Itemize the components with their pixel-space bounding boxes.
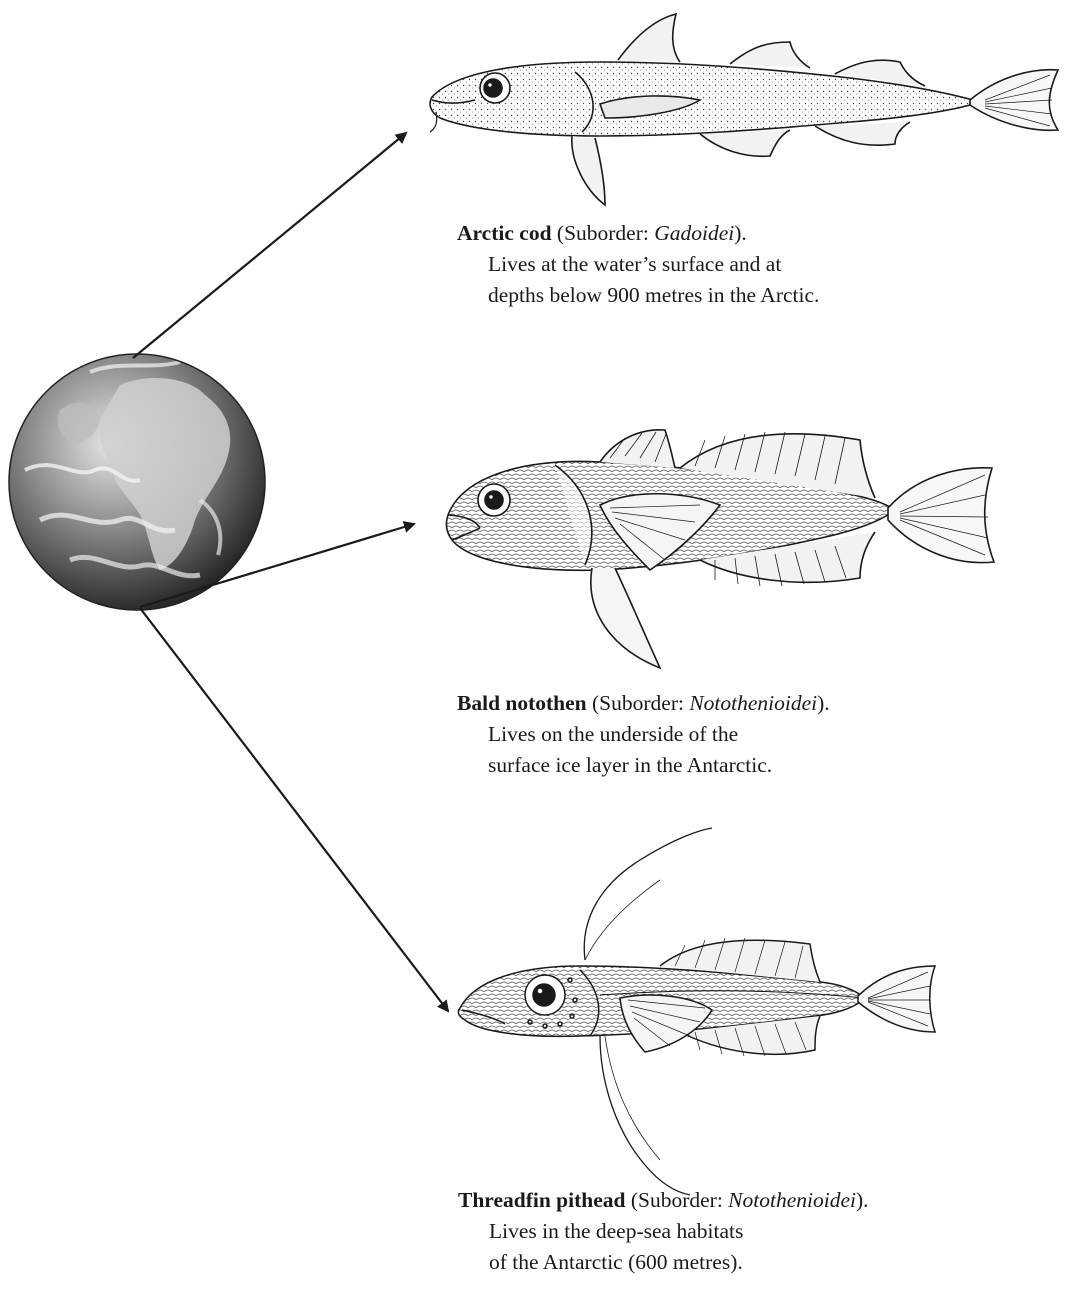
threadfin-pithead-caption: Threadfin pithead (Suborder: Notothenioi…: [458, 1185, 869, 1278]
species-name: Threadfin pithead: [458, 1188, 625, 1212]
suborder-suffix: ).: [856, 1188, 869, 1212]
habitat-line-2: depths below 900 metres in the Arctic.: [457, 280, 819, 311]
threadfin-pithead-illustration: [458, 828, 935, 1195]
globe-illustration: [9, 354, 265, 610]
suborder-name: Notothenioidei: [728, 1188, 856, 1212]
habitat-line-1: Lives on the underside of the: [457, 719, 830, 750]
species-name: Bald notothen: [457, 691, 587, 715]
arrow-to-threadfin-pithead: [140, 608, 448, 1011]
species-name: Arctic cod: [457, 221, 552, 245]
suborder-suffix: ).: [734, 221, 747, 245]
suborder-name: Notothenioidei: [689, 691, 817, 715]
suborder-prefix: (Suborder:: [625, 1188, 728, 1212]
suborder-name: Gadoidei: [654, 221, 734, 245]
suborder-prefix: (Suborder:: [552, 221, 655, 245]
habitat-line-2: surface ice layer in the Antarctic.: [457, 750, 830, 781]
arrow-to-arctic-cod: [133, 133, 406, 358]
bald-notothen-caption: Bald notothen (Suborder: Notothenioidei)…: [457, 688, 830, 781]
habitat-line-1: Lives in the deep-sea habitats: [458, 1216, 869, 1247]
arctic-cod-illustration: [430, 14, 1058, 205]
suborder-prefix: (Suborder:: [587, 691, 690, 715]
bald-notothen-illustration: [446, 430, 994, 668]
arctic-cod-caption: Arctic cod (Suborder: Gadoidei). Lives a…: [457, 218, 819, 311]
habitat-line-1: Lives at the water’s surface and at: [457, 249, 819, 280]
habitat-line-2: of the Antarctic (600 metres).: [458, 1247, 869, 1278]
suborder-suffix: ).: [817, 691, 830, 715]
